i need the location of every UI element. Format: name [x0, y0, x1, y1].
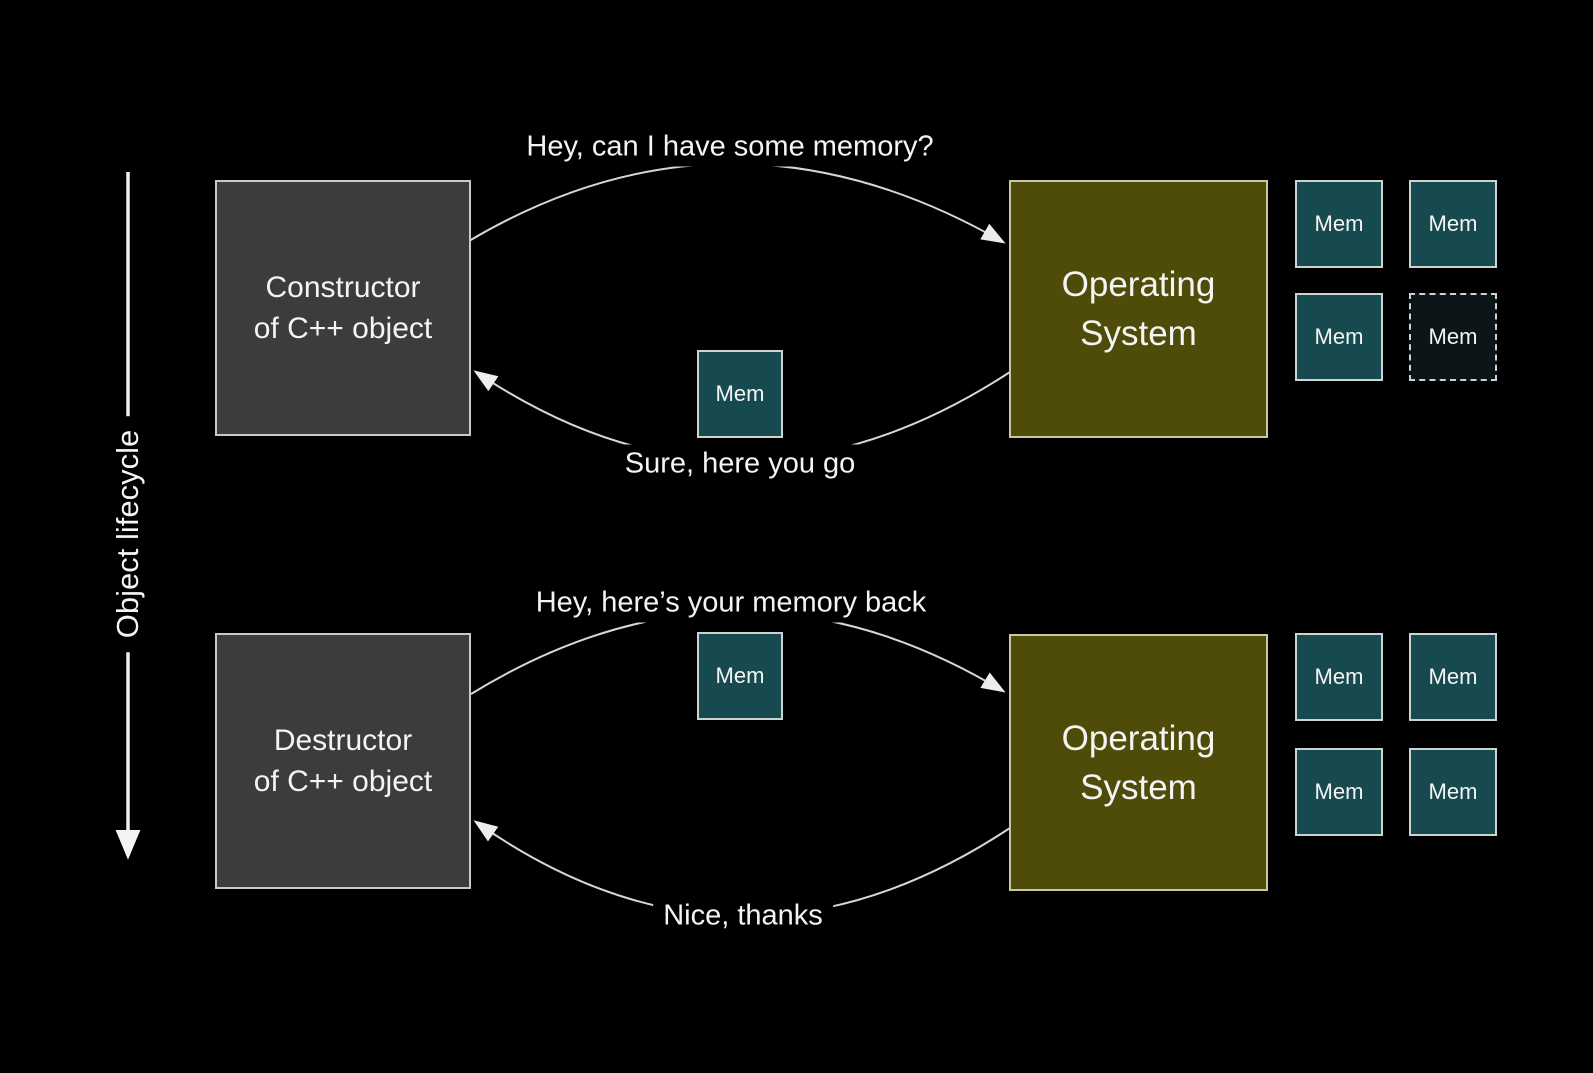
request-message-construction: Hey, can I have some memory? — [516, 127, 944, 167]
destructor-box: Destructor of C++ object — [215, 633, 471, 889]
destructor-label-line2: of C++ object — [253, 765, 433, 798]
transfer-mem-box-construction: Mem — [697, 350, 783, 438]
os-label-line1: Operating — [1061, 718, 1216, 758]
os-mem-slot: Mem — [1409, 633, 1497, 721]
constructor-box: Constructor of C++ object — [215, 180, 471, 436]
destructor-label-line1: Destructor — [273, 723, 413, 757]
operating-system-box-construction: Operating System — [1009, 180, 1268, 438]
os-mem-slot: Mem — [1409, 180, 1497, 268]
os-mem-slot: Mem — [1295, 633, 1383, 721]
operating-system-box-destruction: Operating System — [1009, 634, 1268, 891]
os-mem-slot: Mem — [1295, 748, 1383, 836]
constructor-label-line2: of C++ object — [253, 312, 433, 345]
os-label-line1: Operating — [1061, 265, 1216, 304]
request-arrow-construction — [468, 162, 1006, 244]
transfer-mem-box-destruction: Mem — [697, 632, 783, 720]
os-mem-slot-empty: Mem — [1409, 293, 1497, 381]
response-message-destruction: Nice, thanks — [653, 896, 833, 936]
os-label-line2: System — [1080, 314, 1197, 353]
request-message-destruction: Hey, here’s your memory back — [525, 583, 937, 623]
constructor-label-line1: Constructor — [265, 270, 421, 304]
os-label-line2: System — [1080, 767, 1197, 807]
os-mem-slot: Mem — [1295, 180, 1383, 268]
lifecycle-axis-label: Object lifecycle — [104, 415, 152, 653]
os-mem-slot: Mem — [1409, 748, 1497, 836]
os-mem-slot: Mem — [1295, 293, 1383, 381]
response-message-construction: Sure, here you go — [614, 444, 866, 484]
